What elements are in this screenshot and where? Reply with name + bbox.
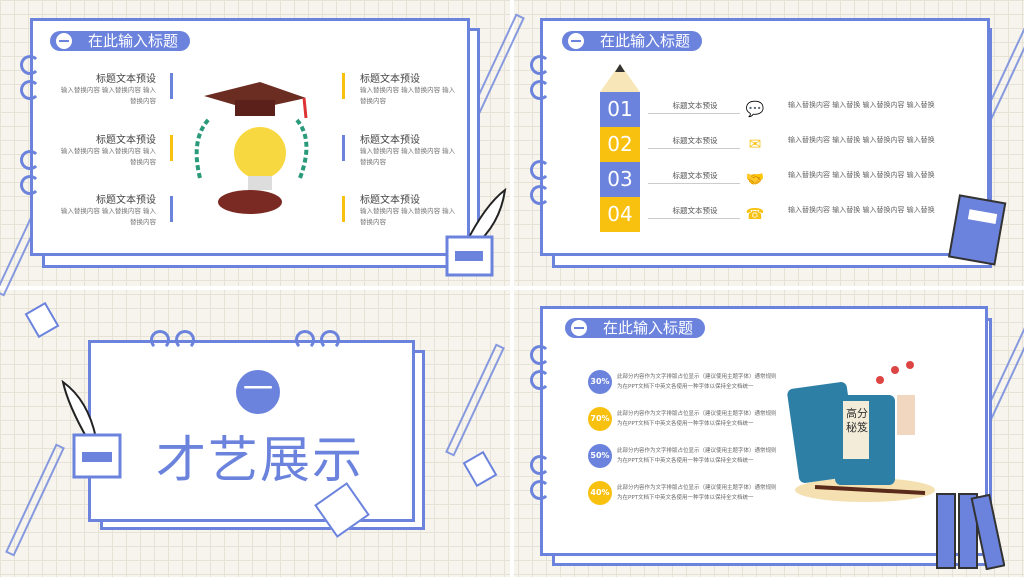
item-body: 输入替换内容 输入替换内容 输入替换内容 [60, 207, 156, 226]
notebook-icon [947, 194, 1007, 266]
ink-bottle-quill-icon [61, 380, 122, 479]
step-text: 输入替换内容 输入替换 输入替换内容 输入替换 [788, 171, 935, 179]
accent-bar [170, 73, 173, 99]
section-title: 才艺展示 [156, 431, 364, 489]
item-body: 输入替换内容 输入替换内容 输入替换内容 [360, 86, 456, 105]
book-label: 高分秘笈 [846, 407, 868, 434]
phone-24h-icon: ☎ [745, 205, 765, 223]
percent-badge: 30% [588, 370, 612, 394]
percent-text: 此部分内容作为文字排版占位显示（建议使用主题字体）通常规则为在PPT文档下中英文… [617, 411, 777, 427]
accent-bar [342, 135, 345, 161]
binder-ring-icon [530, 160, 550, 180]
minus-circle-icon [56, 33, 72, 49]
minus-circle-icon [568, 33, 584, 49]
arrow-line [648, 183, 740, 184]
binder-ring-icon [20, 80, 40, 100]
binder-ring-icon [295, 330, 315, 350]
slide-title: 在此输入标题 [562, 31, 703, 51]
percent-badge: 70% [588, 407, 612, 431]
chat-bubble-icon: 💬 [745, 100, 765, 118]
step-label: 标题文本预设 [672, 136, 718, 145]
title-text: 在此输入标题 [600, 32, 691, 50]
ink-bottle-quill-icon [445, 187, 507, 277]
percent-badge: 40% [588, 481, 612, 505]
divider-horizontal [0, 286, 1024, 290]
item-heading: 标题文本预设 [360, 74, 420, 85]
step-number: 01 [600, 92, 640, 127]
item-heading: 标题文本预设 [96, 195, 156, 206]
envelope-icon: ✉ [748, 135, 762, 153]
section-number: 一 [236, 370, 280, 414]
slide-title: 在此输入标题 [565, 318, 706, 338]
minus-circle-icon [571, 320, 587, 336]
binder-ring-icon [530, 185, 550, 205]
item-heading: 标题文本预设 [360, 195, 420, 206]
arrow-line [648, 218, 740, 219]
item-heading: 标题文本预设 [96, 135, 156, 146]
lightbulb-graduation-illustration [194, 82, 309, 214]
binder-ring-icon [530, 455, 550, 475]
arrow-line [648, 148, 740, 149]
item-right-3: 标题文本预设输入替换内容 输入替换内容 输入替换内容 [360, 191, 460, 228]
step-label: 标题文本预设 [672, 206, 718, 215]
step-text: 输入替换内容 输入替换 输入替换内容 输入替换 [788, 101, 935, 109]
item-right-2: 标题文本预设输入替换内容 输入替换内容 输入替换内容 [360, 131, 460, 168]
title-text: 在此输入标题 [88, 32, 179, 50]
item-body: 输入替换内容 输入替换内容 输入替换内容 [60, 86, 156, 105]
step-number: 02 [600, 127, 640, 162]
item-left-1: 标题文本预设输入替换内容 输入替换内容 输入替换内容 [58, 70, 156, 107]
binder-ring-icon [175, 330, 195, 350]
binder-ring-icon [530, 480, 550, 500]
percent-badge: 50% [588, 444, 612, 468]
percent-text: 此部分内容作为文字排版占位显示（建议使用主题字体）通常规则为在PPT文档下中英文… [617, 485, 777, 501]
binder-ring-icon [320, 330, 340, 350]
item-left-2: 标题文本预设输入替换内容 输入替换内容 输入替换内容 [58, 131, 156, 168]
handshake-icon: 🤝 [745, 170, 765, 188]
books-illustration [787, 361, 935, 502]
step-label: 标题文本预设 [672, 101, 718, 110]
accent-bar [342, 196, 345, 222]
binder-ring-icon [530, 345, 550, 365]
item-body: 输入替换内容 输入替换内容 输入替换内容 [60, 147, 156, 166]
binder-ring-icon [20, 55, 40, 75]
item-body: 输入替换内容 输入替换内容 输入替换内容 [360, 147, 456, 166]
step-text: 输入替换内容 输入替换 输入替换内容 输入替换 [788, 136, 935, 144]
item-left-3: 标题文本预设输入替换内容 输入替换内容 输入替换内容 [58, 191, 156, 228]
item-body: 输入替换内容 输入替换内容 输入替换内容 [360, 207, 456, 226]
accent-bar [342, 73, 345, 99]
step-text: 输入替换内容 输入替换 输入替换内容 输入替换 [788, 206, 935, 214]
arrow-line [648, 113, 740, 114]
accent-bar [170, 196, 173, 222]
binder-ring-icon [530, 55, 550, 75]
slide-title: 在此输入标题 [50, 31, 191, 51]
book-stack-icon [936, 493, 1005, 570]
percent-text: 此部分内容作为文字排版占位显示（建议使用主题字体）通常规则为在PPT文档下中英文… [617, 374, 777, 390]
title-text: 在此输入标题 [603, 319, 694, 337]
pencil-tip-icon [600, 64, 640, 92]
item-heading: 标题文本预设 [360, 135, 420, 146]
binder-ring-icon [530, 370, 550, 390]
item-heading: 标题文本预设 [96, 74, 156, 85]
accent-bar [170, 135, 173, 161]
binder-ring-icon [20, 175, 40, 195]
binder-ring-icon [530, 80, 550, 100]
step-label: 标题文本预设 [672, 171, 718, 180]
binder-ring-icon [20, 150, 40, 170]
item-right-1: 标题文本预设输入替换内容 输入替换内容 输入替换内容 [360, 70, 460, 107]
binder-ring-icon [150, 330, 170, 350]
step-number: 04 [600, 197, 640, 232]
percent-text: 此部分内容作为文字排版占位显示（建议使用主题字体）通常规则为在PPT文档下中英文… [617, 448, 777, 464]
step-number: 03 [600, 162, 640, 197]
